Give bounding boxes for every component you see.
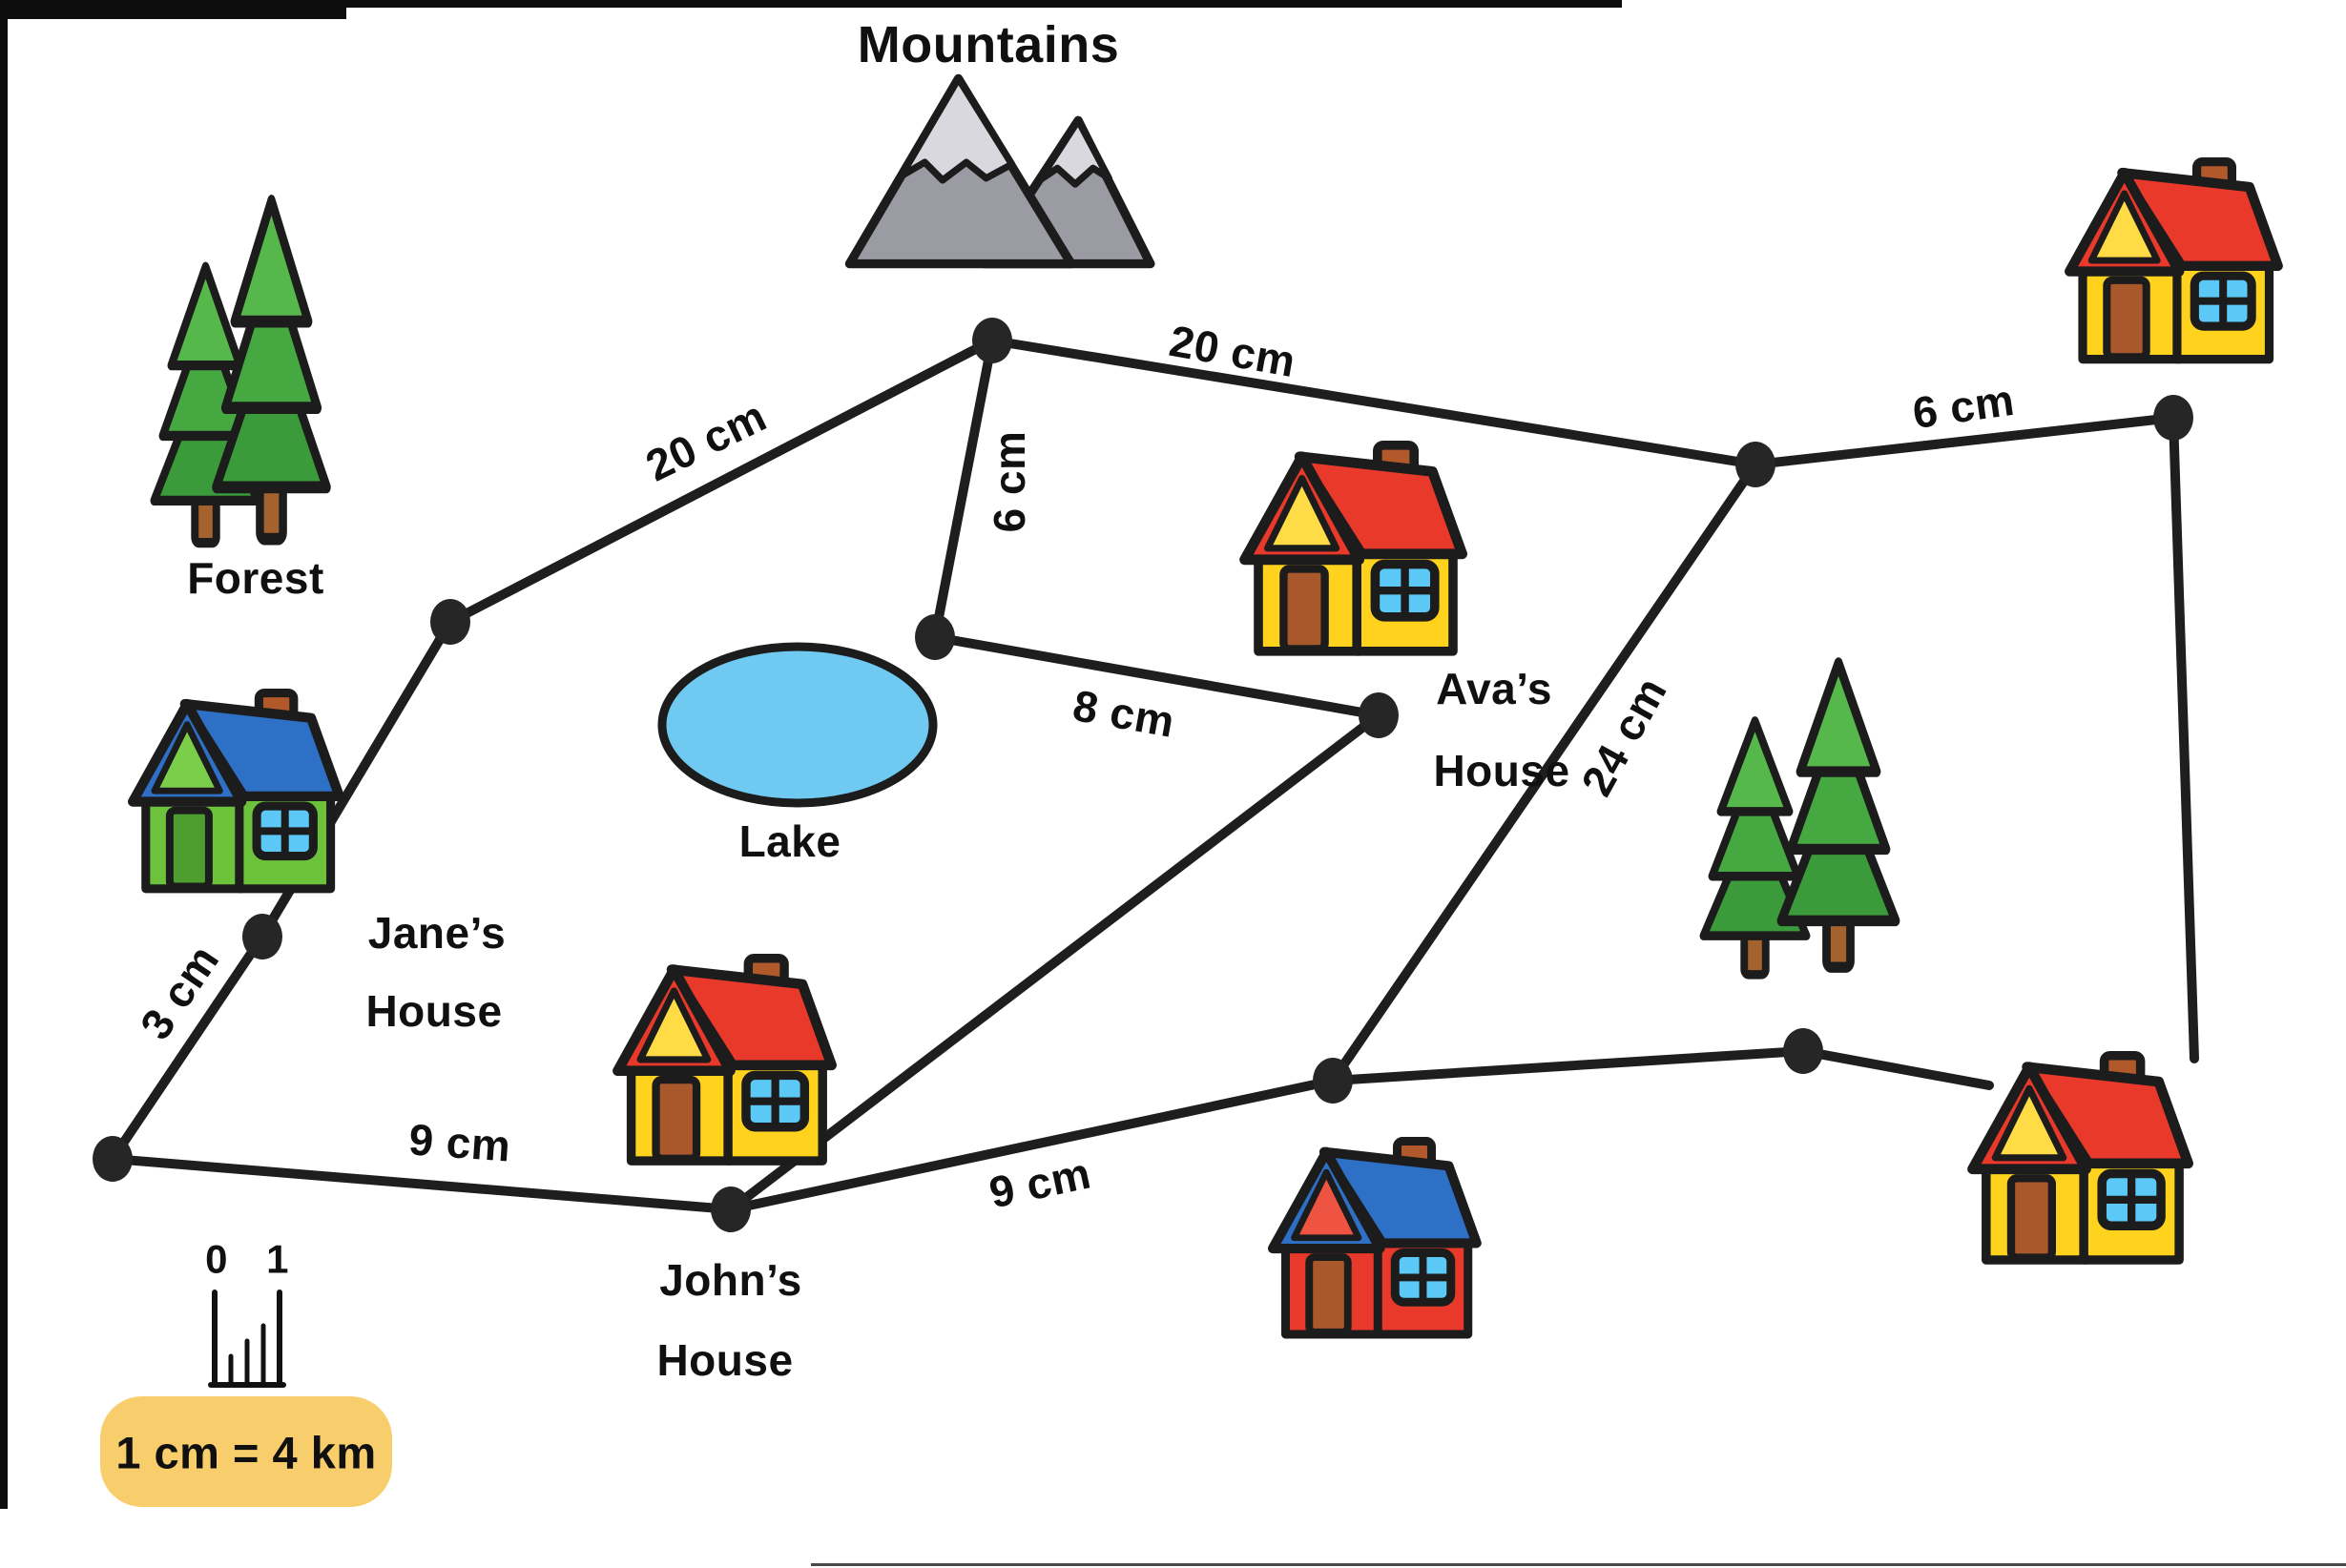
map-node-lake-node (915, 614, 955, 660)
map-node-right-node (1783, 1028, 1823, 1074)
pine-tree-icon (1776, 657, 1900, 973)
place-label: House (656, 1335, 793, 1385)
avas-house-icon (1239, 441, 1468, 656)
scale-legend-box (100, 1396, 392, 1507)
place-label: Ava’s (1436, 664, 1552, 713)
place-label: Jane’s (368, 908, 507, 958)
page-border (0, 0, 1622, 8)
map-node-ava-node (1359, 692, 1399, 738)
distance-label: 9 cm (407, 1114, 512, 1170)
map-node-farright-node (2153, 395, 2193, 441)
bluered-house-icon (1267, 1137, 1482, 1339)
map-node-forest-node (430, 599, 470, 645)
place-label: John’s (659, 1255, 802, 1305)
topright-house-icon (2065, 157, 2283, 364)
map-node-john-node (711, 1186, 751, 1232)
map-node-mountain-junction (972, 318, 1012, 363)
distance-line (930, 632, 1383, 720)
place-label: Forest (187, 553, 324, 603)
lake-icon (657, 642, 938, 808)
distance-label: 9 cm (985, 1147, 1094, 1217)
page-border (811, 1563, 2346, 1566)
ruler-tick-label: 1 (266, 1237, 289, 1282)
map-node-jane-node (242, 914, 282, 959)
janes-house-icon (127, 689, 344, 894)
ruler-tick-label: 0 (205, 1237, 228, 1282)
scale-legend-text: 1 cm = 4 km (115, 1428, 376, 1478)
distance-label: 20 cm (638, 390, 774, 490)
map-node-mid-node (1313, 1058, 1353, 1104)
distance-label: 3 cm (131, 936, 229, 1048)
johns-house-icon (612, 954, 837, 1166)
pine-tree-icon (212, 195, 331, 546)
distance-line (726, 1076, 1338, 1214)
distance-line (930, 336, 997, 642)
distance-line (987, 336, 1760, 469)
distance-line (726, 711, 1383, 1214)
map-node-topright-node (1735, 442, 1775, 487)
distance-line (1328, 1046, 1808, 1085)
distance-label: 6 cm (1909, 375, 2017, 438)
pine-tree-icon (1699, 716, 1811, 980)
place-label: Mountains (858, 16, 1119, 73)
distance-label: 8 cm (1069, 680, 1178, 747)
distance-line (1751, 413, 2178, 469)
distance-line (2169, 413, 2199, 1063)
distance-line (1328, 460, 1760, 1085)
place-label: Lake (739, 816, 841, 866)
distance-line (446, 336, 997, 627)
place-label: House (365, 986, 502, 1036)
mountains-icon (844, 73, 1155, 269)
distance-label: 24 cm (1571, 669, 1676, 803)
bottomright-house-icon (1967, 1051, 2193, 1265)
distance-line (1798, 1046, 1994, 1090)
distance-line (108, 932, 267, 1164)
map-node-southwest-node (93, 1136, 133, 1182)
distance-line (108, 1154, 736, 1214)
page-border (0, 0, 8, 1509)
place-label: House (1433, 746, 1569, 795)
distance-label: 6 cm (985, 431, 1034, 533)
